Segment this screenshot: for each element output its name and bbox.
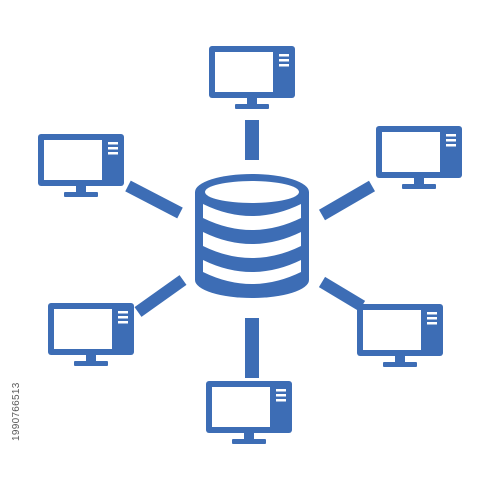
database-icon [195,174,309,298]
connectors [125,120,376,378]
connector-lower-right [318,276,366,312]
connector-upper-left [125,180,183,219]
computer-monitor-icon-lower-right [357,304,443,367]
computer-monitor-icon-upper-left [38,134,124,197]
connector-lower-left [134,275,187,317]
computer-monitor-icon-lower-left [48,303,134,366]
stock-id-label: 1990766513 [11,382,22,441]
computer-monitor-icon-upper-right [376,126,462,189]
computer-monitor-icon-bottom [206,381,292,444]
computer-monitor-icon-top [209,46,295,109]
connector-upper-right [318,180,376,221]
